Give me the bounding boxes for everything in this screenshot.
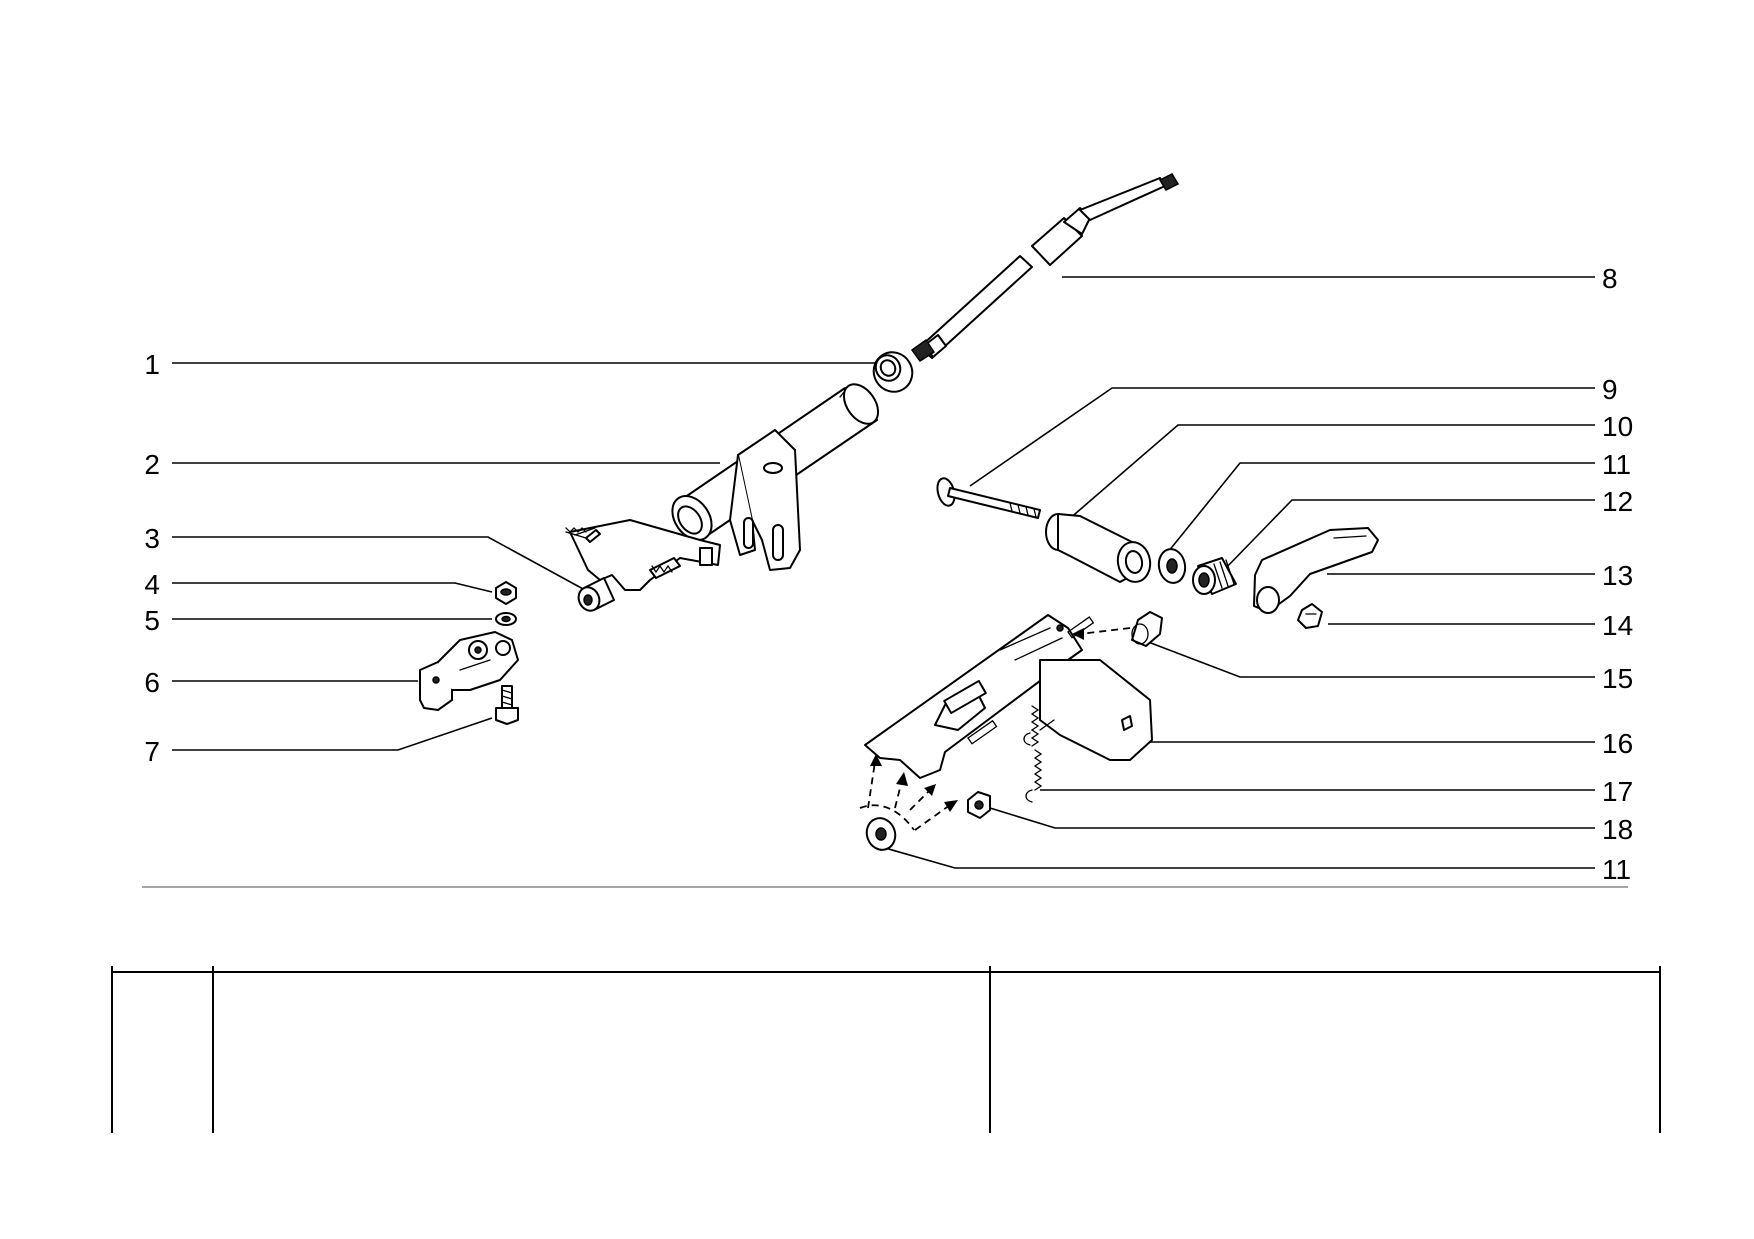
washer-11-part — [1157, 548, 1187, 584]
universal-joint-part — [419, 631, 519, 711]
steering-shaft-part — [910, 173, 1180, 363]
nut-part — [495, 581, 517, 605]
washer-part — [495, 612, 517, 626]
callout-10: 10 — [1602, 411, 1633, 442]
bolt-part — [495, 685, 519, 725]
callout-11-lower: 11 — [1602, 854, 1631, 885]
callout-11: 11 — [1602, 449, 1631, 480]
cap-part — [1131, 611, 1163, 647]
callout-18: 18 — [1602, 814, 1633, 845]
callout-labels: 1 2 3 4 5 6 7 8 9 10 11 12 13 14 15 16 1… — [144, 263, 1633, 885]
callout-6: 6 — [144, 667, 160, 698]
spacer-part — [577, 577, 615, 612]
callout-12: 12 — [1602, 486, 1633, 517]
column-bracket-part — [565, 429, 801, 591]
sleeve-part — [1045, 513, 1152, 583]
callout-17: 17 — [1602, 776, 1633, 807]
callout-7: 7 — [144, 736, 160, 767]
callout-15: 15 — [1602, 663, 1633, 694]
callout-8: 8 — [1602, 263, 1618, 294]
bushing-part — [872, 351, 914, 393]
long-bolt-part — [936, 477, 1041, 519]
callout-4: 4 — [144, 569, 160, 600]
splined-bush-part — [1192, 557, 1237, 595]
leader-lines — [172, 276, 1595, 869]
callout-5: 5 — [144, 605, 160, 636]
lever-part — [1253, 527, 1379, 614]
callout-1: 1 — [144, 349, 160, 380]
callout-14: 14 — [1602, 610, 1633, 641]
nut-18-part — [967, 791, 991, 819]
mounting-plate-part — [864, 614, 1153, 779]
washer-11-lower-part — [865, 817, 897, 851]
callout-16: 16 — [1602, 728, 1633, 759]
callout-13: 13 — [1602, 560, 1633, 591]
parts-table — [111, 966, 1661, 1133]
clip-part — [1297, 603, 1323, 629]
callout-3: 3 — [144, 523, 160, 554]
callout-2: 2 — [144, 449, 160, 480]
callout-9: 9 — [1602, 374, 1618, 405]
spring-part — [1023, 705, 1043, 803]
assembly-arrows — [859, 627, 1131, 831]
